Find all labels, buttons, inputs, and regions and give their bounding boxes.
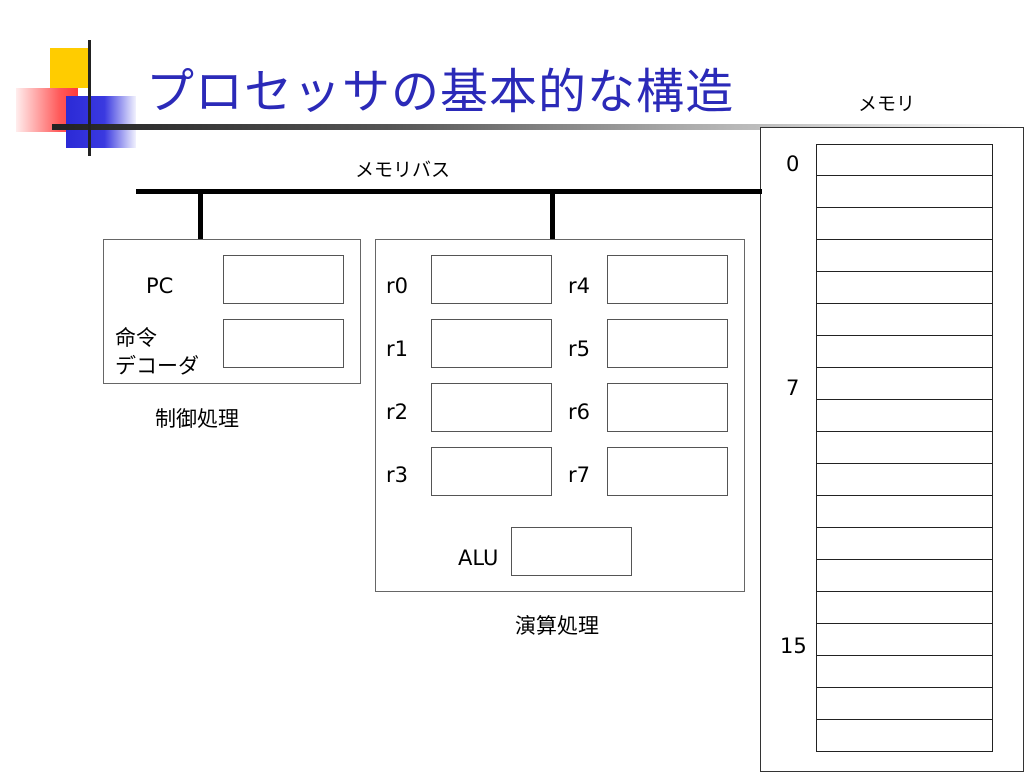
- register-r7: [607, 447, 728, 496]
- register-label-r3: r3: [386, 463, 408, 487]
- arithmetic-unit-caption: 演算処理: [515, 614, 599, 638]
- memory-cell: [816, 240, 993, 272]
- alu-box: [511, 527, 632, 576]
- memory-cell: [816, 592, 993, 624]
- memory-cell: [816, 176, 993, 208]
- register-r6: [607, 383, 728, 432]
- decor-blue-square: [66, 96, 136, 148]
- memory-cell: [816, 656, 993, 688]
- register-label-r0: r0: [386, 274, 408, 298]
- memory-cell: [816, 432, 993, 464]
- memory-cell: [816, 688, 993, 720]
- memory-cell: [816, 528, 993, 560]
- decor-vertical-line: [88, 40, 91, 156]
- title-underline: [52, 124, 1020, 130]
- memory-cells: [816, 144, 993, 752]
- register-r0: [431, 255, 552, 304]
- decoder-label-line1: 命令: [115, 326, 157, 350]
- register-label-r5: r5: [568, 337, 590, 361]
- bus-connector-control: [198, 190, 203, 240]
- register-label-r7: r7: [568, 463, 590, 487]
- memory-cell: [816, 368, 993, 400]
- register-r4: [607, 255, 728, 304]
- memory-label: メモリ: [858, 93, 916, 115]
- pc-label: PC: [146, 274, 174, 298]
- register-r5: [607, 319, 728, 368]
- memory-bus: [136, 189, 762, 194]
- memory-frame: [760, 127, 1024, 772]
- memory-cell: [816, 464, 993, 496]
- memory-address-0: 0: [786, 152, 800, 176]
- register-r3: [431, 447, 552, 496]
- memory-cell: [816, 304, 993, 336]
- pc-register: [223, 255, 344, 304]
- register-label-r4: r4: [568, 274, 590, 298]
- memory-cell: [816, 144, 993, 176]
- decoder-label-line2: デコーダ: [115, 354, 199, 378]
- memory-cell: [816, 400, 993, 432]
- register-r2: [431, 383, 552, 432]
- register-label-r2: r2: [386, 400, 408, 424]
- register-label-r1: r1: [386, 337, 408, 361]
- memory-cell: [816, 208, 993, 240]
- memory-bus-label: メモリバス: [355, 159, 451, 181]
- bus-connector-alu: [550, 190, 555, 240]
- instruction-decoder: [223, 319, 344, 368]
- control-unit-caption: 制御処理: [155, 407, 239, 431]
- slide-title: プロセッサの基本的な構造: [146, 64, 735, 120]
- memory-address-7: 7: [786, 376, 800, 400]
- memory-cell: [816, 496, 993, 528]
- memory-cell: [816, 272, 993, 304]
- alu-label: ALU: [458, 546, 499, 570]
- register-label-r6: r6: [568, 400, 590, 424]
- memory-address-15: 15: [780, 634, 807, 658]
- memory-cell: [816, 336, 993, 368]
- memory-cell: [816, 720, 993, 752]
- register-r1: [431, 319, 552, 368]
- decor-yellow-square: [50, 48, 90, 88]
- memory-cell: [816, 624, 993, 656]
- memory-cell: [816, 560, 993, 592]
